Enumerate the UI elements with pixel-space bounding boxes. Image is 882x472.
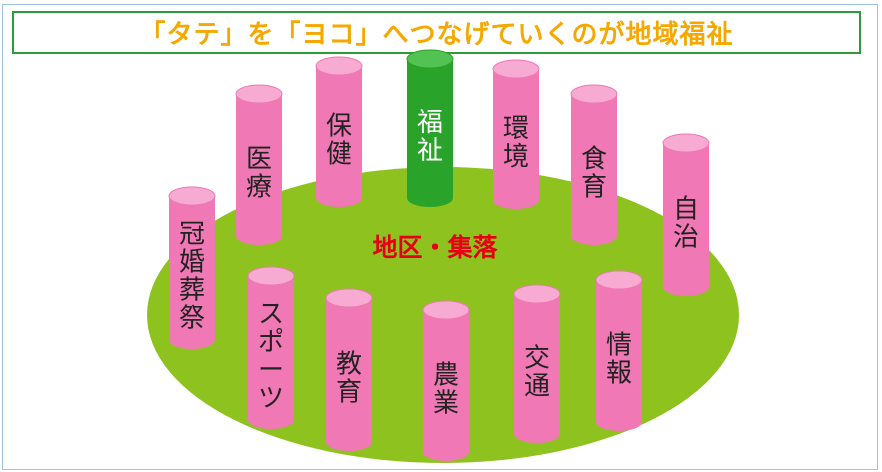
pillar-6: 食育 [570, 84, 618, 245]
pillar-base [236, 227, 282, 245]
pillar-base [423, 443, 469, 461]
pillar-body [169, 196, 215, 340]
pillar-label: 食育 [581, 145, 607, 203]
pillar-top [492, 59, 540, 79]
pillar-top [595, 270, 643, 290]
pillar-base [596, 413, 642, 431]
pillar-9: 教育 [325, 288, 373, 451]
pillar-base [407, 189, 453, 207]
pillar-body [571, 94, 617, 236]
pillar-label: 福祉 [417, 108, 443, 166]
pillar-4: 福祉 [406, 49, 454, 207]
pillar-label: 情報 [606, 331, 632, 389]
pillar-label: 医療 [246, 145, 272, 203]
pillar-top [247, 266, 295, 286]
pillar-label: 農業 [433, 361, 459, 419]
pillar-label: 冠婚葬祭 [179, 220, 205, 334]
pillar-7: 自治 [662, 133, 710, 296]
pillar-top [235, 84, 283, 104]
pillar-top [422, 300, 470, 320]
pillar-label: スポーツ [258, 300, 284, 414]
pillar-body [248, 276, 294, 420]
pillar-base [316, 189, 362, 207]
pillar-1: 冠婚葬祭 [168, 186, 216, 349]
center-label: 地区・集落 [372, 233, 498, 262]
pillar-label: 教育 [336, 350, 362, 408]
pillar-top [168, 186, 216, 206]
pillar-body [423, 310, 469, 452]
pillar-10: 農業 [422, 300, 470, 461]
pillar-base [248, 411, 294, 429]
pillar-12: 情報 [595, 270, 643, 431]
pillar-2: 医療 [235, 84, 283, 245]
pillar-body [596, 280, 642, 422]
pillar-3: 保健 [315, 56, 363, 207]
pillar-body [663, 143, 709, 287]
pillar-label: 自治 [673, 195, 699, 253]
pillar-top [325, 288, 373, 308]
pillar-label: 保健 [326, 112, 352, 170]
pillar-base [169, 331, 215, 349]
pillar-body [407, 59, 453, 198]
pillar-base [493, 191, 539, 209]
pillar-body [326, 298, 372, 442]
pillar-label: 環境 [503, 114, 529, 172]
pillar-top [513, 284, 561, 304]
slide-title: 「タテ」を「ヨコ」へつなげていくのが地域福祉 [12, 11, 861, 54]
pillar-body [514, 294, 560, 434]
pillar-body [236, 94, 282, 236]
pillar-top [570, 84, 618, 104]
pillar-base [326, 433, 372, 451]
pillar-body [493, 69, 539, 200]
pillar-top [315, 56, 363, 76]
pillar-top [406, 49, 454, 69]
pillar-5: 環境 [492, 59, 540, 209]
pillar-8: スポーツ [247, 266, 295, 429]
pillar-top [662, 133, 710, 153]
pillar-base [663, 278, 709, 296]
pillar-base [571, 227, 617, 245]
pillar-label: 交通 [524, 344, 550, 402]
pillar-base [514, 425, 560, 443]
pillar-11: 交通 [513, 284, 561, 443]
pillar-body [316, 66, 362, 198]
